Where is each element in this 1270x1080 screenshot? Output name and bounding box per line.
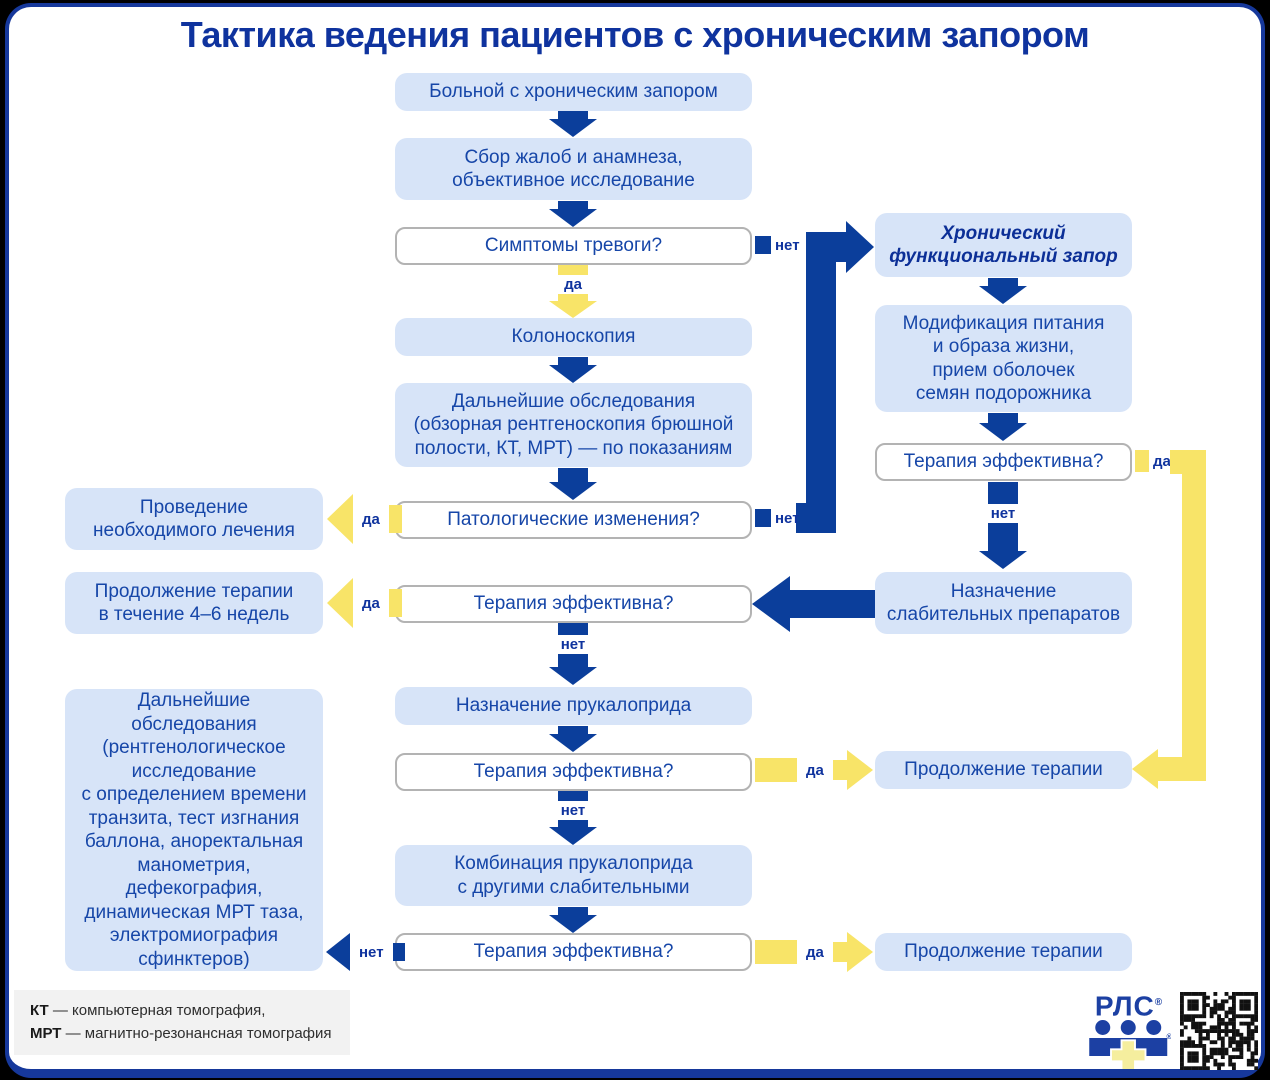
node-laxatives: Назначение слабительных препаратов bbox=[875, 572, 1132, 634]
edge-label-no: нет bbox=[775, 509, 800, 527]
node-continue-therapy-2: Продолжение терапии bbox=[875, 933, 1132, 971]
edge-label-yes: да bbox=[362, 510, 380, 528]
arrow-left-icon bbox=[1132, 749, 1158, 789]
arrow-down-no-icon: нет bbox=[543, 623, 603, 685]
footnote-line: МРТ — магнитно-резонансная томография bbox=[30, 1025, 332, 1043]
edge-label-yes: да bbox=[806, 943, 824, 961]
arrow-down-icon bbox=[543, 726, 603, 752]
arrow-left-icon bbox=[326, 933, 350, 971]
arrow-down-icon bbox=[543, 201, 603, 227]
connector-yes-stub: да bbox=[1135, 450, 1175, 472]
connector-no-stub: нет bbox=[755, 509, 804, 527]
decision-alarm-symptoms: Симптомы тревоги? bbox=[395, 227, 752, 265]
edge-label-no: нет bbox=[359, 943, 384, 961]
decision-therapy-effective-right: Терапия эффективна? bbox=[875, 443, 1132, 481]
edge-label-no: нет bbox=[560, 802, 586, 819]
arrow-down-icon bbox=[543, 907, 603, 933]
node-chronic-functional: Хронический функциональный запор bbox=[875, 213, 1132, 277]
node-needed-treatment: Проведение необходимого лечения bbox=[65, 488, 323, 550]
arrow-down-icon bbox=[973, 413, 1033, 441]
connector-segment bbox=[1182, 450, 1206, 762]
arrow-down-yes-icon: да bbox=[543, 265, 603, 318]
arrow-down-icon bbox=[543, 111, 603, 137]
arrow-right-yes: да bbox=[755, 932, 873, 972]
qr-code bbox=[1180, 992, 1259, 1071]
arrow-left-yes: да bbox=[327, 578, 402, 628]
arrow-left-no: нет bbox=[326, 933, 405, 971]
decision-therapy-effective-3: Терапия эффективна? bbox=[395, 933, 752, 971]
edge-label-yes: да bbox=[362, 594, 380, 612]
arrow-right-icon bbox=[846, 221, 874, 273]
decision-pathology: Патологические изменения? bbox=[395, 501, 752, 539]
footnote-line: КТ — компьютерная томография, bbox=[30, 1002, 266, 1019]
arrow-right-yes: да bbox=[755, 750, 873, 790]
connector-segment bbox=[1170, 450, 1184, 474]
node-further-exams-left: Дальнейшие обследования (рентгенологичес… bbox=[65, 689, 323, 971]
connector-segment bbox=[806, 232, 836, 533]
svg-text:®: ® bbox=[1167, 1032, 1172, 1041]
rls-people-icon: ® bbox=[1089, 1020, 1173, 1072]
arrow-down-no-icon: нет bbox=[543, 791, 603, 845]
arrow-right-icon bbox=[846, 750, 873, 790]
footnote: КТ — компьютерная томография, МРТ — магн… bbox=[14, 990, 350, 1055]
arrow-down-icon bbox=[543, 357, 603, 383]
edge-label-no: нет bbox=[560, 636, 586, 653]
edge-label-yes: да bbox=[564, 276, 582, 293]
arrow-left-icon bbox=[752, 576, 790, 632]
node-history: Сбор жалоб и анамнеза, объективное иссле… bbox=[395, 138, 752, 200]
connector-no-stub: нет bbox=[755, 236, 804, 254]
arrow-left-icon bbox=[327, 494, 353, 544]
connector-segment bbox=[1156, 757, 1206, 781]
node-continue-therapy-1: Продолжение терапии bbox=[875, 751, 1132, 789]
node-colonoscopy: Колоноскопия bbox=[395, 318, 752, 356]
edge-label-yes: да bbox=[806, 761, 824, 779]
node-prucalopride: Назначение прукалоприда bbox=[395, 687, 752, 725]
edge-label-yes: да bbox=[1153, 452, 1171, 470]
edge-label-no: нет bbox=[990, 505, 1016, 522]
connector-laxatives bbox=[752, 576, 875, 632]
decision-therapy-effective-2: Терапия эффективна? bbox=[395, 753, 752, 791]
node-continue-4-6-weeks: Продолжение терапии в течение 4–6 недель bbox=[65, 572, 323, 634]
arrow-left-yes: да bbox=[327, 494, 402, 544]
arrow-down-icon bbox=[543, 468, 603, 500]
rls-logo: РЛС® ® bbox=[1086, 990, 1173, 1074]
node-patient: Больной с хроническим запором bbox=[395, 73, 752, 111]
connector-segment bbox=[796, 503, 806, 533]
node-further-exams: Дальнейшие обследования (обзорная рентге… bbox=[395, 383, 752, 467]
node-modification: Модификация питания и образа жизни, прие… bbox=[875, 305, 1132, 412]
decision-therapy-effective-1: Терапия эффективна? bbox=[395, 585, 752, 623]
edge-label-no: нет bbox=[775, 236, 800, 254]
arrow-right-icon bbox=[846, 932, 873, 972]
node-combination: Комбинация прукалоприда с другими слабит… bbox=[395, 845, 752, 906]
page-title: Тактика ведения пациентов с хроническим … bbox=[180, 14, 1090, 55]
arrow-down-no-icon: нет bbox=[973, 482, 1033, 569]
arrow-left-icon bbox=[327, 578, 353, 628]
arrow-down-icon bbox=[973, 278, 1033, 304]
